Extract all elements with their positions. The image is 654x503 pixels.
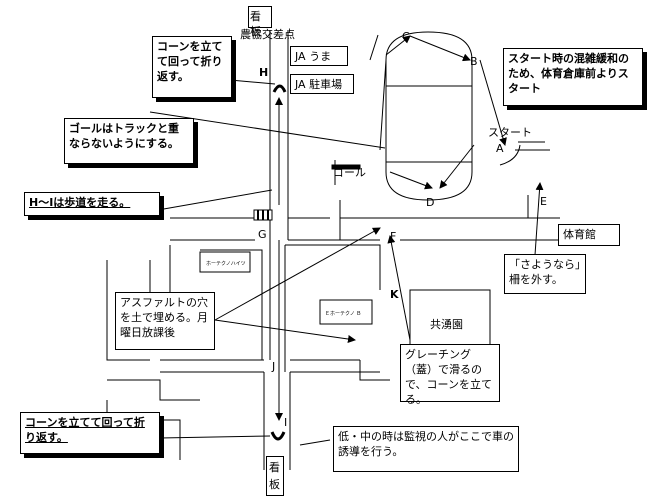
point-b: B: [470, 55, 478, 68]
goal-note: ゴールはトラックと重ならないようにする。: [64, 118, 194, 164]
ja-uma-label: JA うま: [290, 46, 348, 66]
point-k: K: [390, 288, 399, 301]
point-f: F: [390, 230, 397, 243]
cone-note-bottom: コーンを立てて回って折り返す。: [20, 412, 160, 454]
hi-note: H〜Iは歩道を走る。: [24, 192, 160, 216]
gym-label: 体育館: [558, 224, 620, 246]
point-g: G: [258, 228, 267, 241]
sign-top: 看板: [248, 6, 272, 38]
ja-parking-label: JA 駐車場: [290, 74, 354, 94]
guide-note: 低・中の時は監視の人がここで車の誘導を行う。: [333, 426, 519, 472]
start-label: スタート: [488, 126, 532, 139]
point-d: D: [426, 196, 435, 209]
grating-note: グレーチング（蓋）で滑るので、コーンを立てる。: [400, 344, 500, 406]
point-h: H: [259, 66, 269, 79]
point-j: J: [272, 360, 276, 373]
point-e: E: [540, 195, 547, 208]
start-note: スタート時の混雑緩和のため、体育倉庫前よりスタート: [503, 48, 643, 106]
point-i: I: [284, 416, 288, 429]
small-building-b: Ｅホーテクノ Ｂ: [325, 311, 362, 317]
asphalt-note: アスファルトの穴を土で埋める。月曜日放課後: [115, 292, 215, 350]
goal-label: ゴール: [333, 166, 366, 179]
sign-bottom: 看板: [266, 456, 284, 496]
point-a: A: [496, 142, 504, 155]
kyowa-label: 共湧園: [430, 318, 463, 331]
point-c: C: [402, 30, 410, 43]
cone-note-top: コーンを立てて回って折り返す。: [152, 36, 232, 98]
sayonara-note: 「さようなら」柵を外す。: [504, 254, 586, 294]
small-building-a: ホーテクノハイツ: [206, 261, 246, 267]
intersection-label: 農協交差点: [240, 28, 295, 41]
track-oval: [385, 31, 473, 201]
